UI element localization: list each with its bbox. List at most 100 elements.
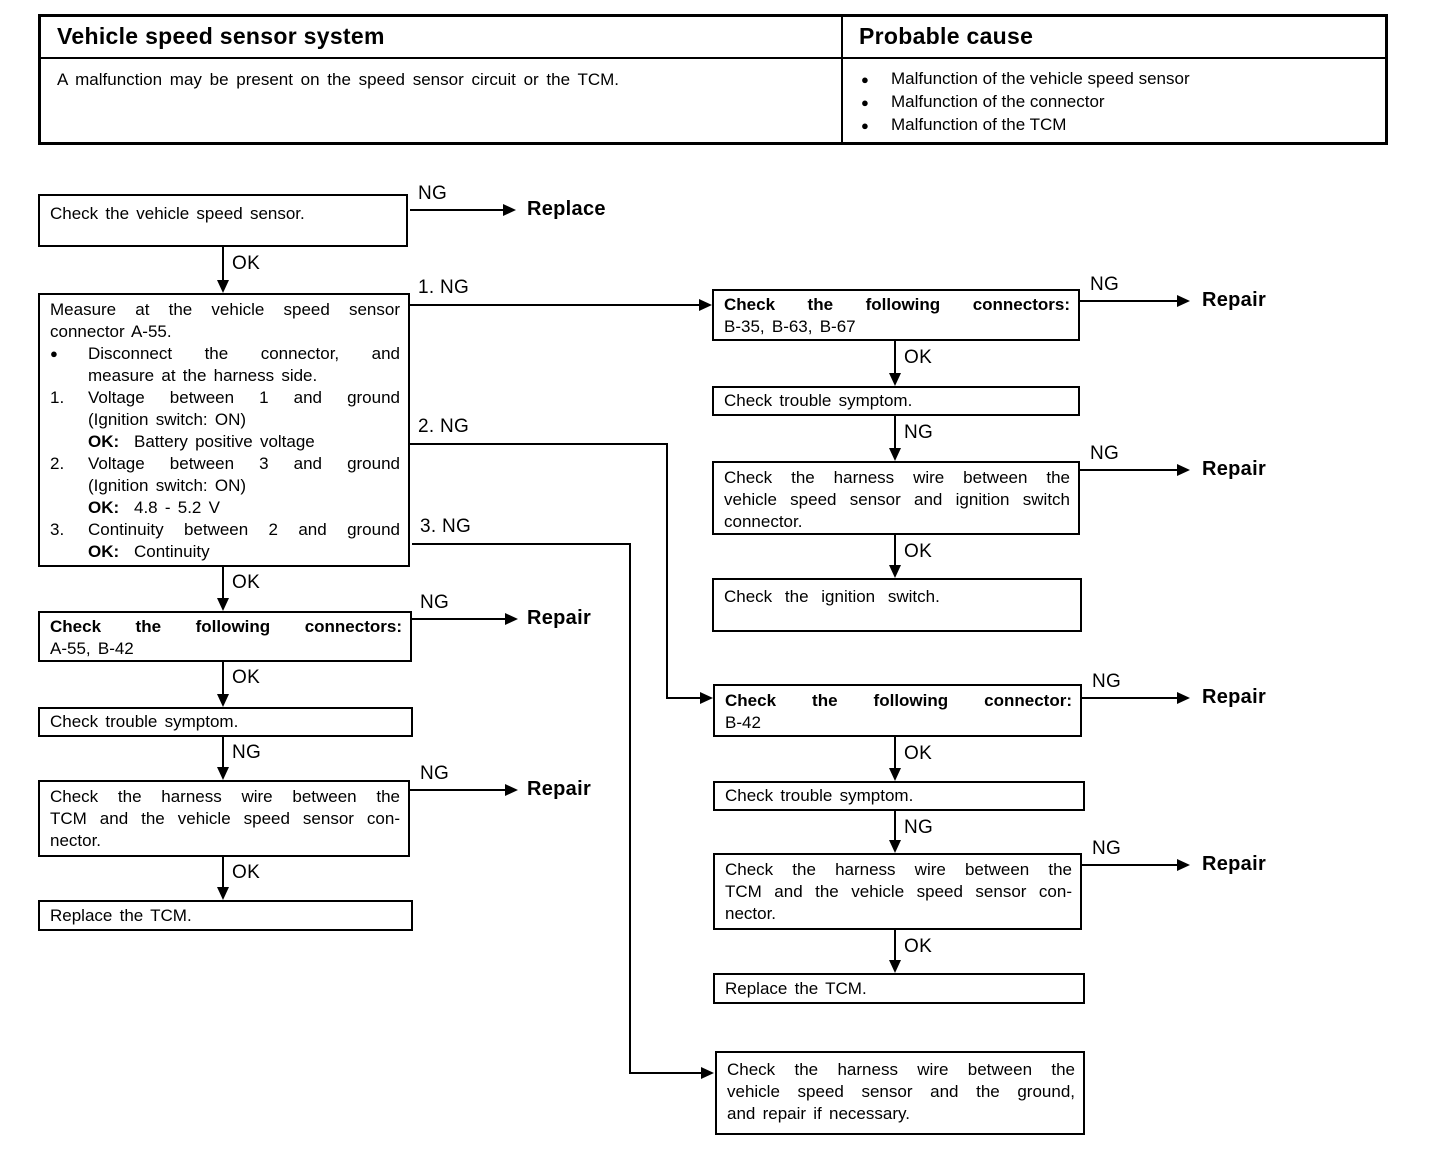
- repair-label: Repair: [527, 607, 592, 629]
- header-table: Vehicle speed sensor system Probable cau…: [38, 14, 1388, 145]
- step-number: 3.: [50, 520, 65, 539]
- flow-box-check-ignition-switch: Check the ignition switch.: [712, 578, 1082, 632]
- repair-label: Repair: [1202, 853, 1267, 875]
- flow-box-title: Check the following connectors:: [50, 617, 402, 636]
- probable-cause-list: ● Malfunction of the vehicle speed senso…: [841, 57, 1385, 142]
- flow-line: [412, 543, 631, 545]
- flow-box-harness-ignition: Check the harness wire between the vehic…: [712, 461, 1080, 535]
- flow-box-title: Check the following connector:: [725, 691, 1072, 710]
- flow-box-harness-ground: Check the harness wire between the vehic…: [715, 1051, 1085, 1135]
- ng1-label: 1. NG: [418, 277, 470, 298]
- arrow-right-icon: [1177, 464, 1190, 476]
- ng-label: NG: [420, 763, 450, 784]
- flow-box-replace-tcm-right: Replace the TCM.: [713, 973, 1085, 1004]
- ng-label: NG: [418, 183, 448, 204]
- flow-line: [629, 1072, 701, 1074]
- flow-box-check-trouble-symptom-right1: Check trouble symptom.: [712, 386, 1080, 416]
- measure-bullet-item: ● Disconnect the connector, and measure …: [50, 343, 400, 387]
- arrow-right-icon: [701, 1067, 714, 1079]
- flow-box-text: connector A-55.: [50, 322, 172, 341]
- arrow-down-icon: [217, 887, 229, 900]
- arrow-right-icon: [1177, 295, 1190, 307]
- probable-cause-text: Malfunction of the connector: [891, 92, 1105, 111]
- ok-label: OK: [232, 667, 261, 688]
- arrow-right-icon: [503, 204, 516, 216]
- flow-line: [222, 857, 224, 887]
- step-text: Continuity between 2 and ground: [88, 520, 400, 539]
- repair-label: Repair: [1202, 289, 1267, 311]
- ng-label: NG: [232, 742, 262, 763]
- flow-box-harness-tcm-right: Check the harness wire between the TCM a…: [713, 853, 1082, 930]
- flow-box-check-connector-b42: Check the following connector: B-42: [713, 684, 1082, 737]
- measure-step-3-ok: OK:Continuity: [88, 542, 210, 561]
- arrow-down-icon: [889, 840, 901, 853]
- arrow-right-icon: [700, 692, 713, 704]
- flow-box-text: Replace the TCM.: [50, 906, 192, 925]
- flow-box-text: Check trouble symptom.: [724, 391, 913, 410]
- repair-label: Repair: [1202, 686, 1267, 708]
- flow-line: [222, 247, 224, 280]
- flow-box-text: Check the vehicle speed sensor.: [50, 204, 305, 223]
- flow-box-check-trouble-symptom-right2: Check trouble symptom.: [713, 781, 1085, 811]
- bullet-icon: ●: [861, 95, 869, 110]
- repair-label: Repair: [527, 778, 592, 800]
- flow-line: [410, 443, 668, 445]
- arrow-down-icon: [217, 767, 229, 780]
- arrow-down-icon: [217, 280, 229, 293]
- flow-box-title: Check the following connectors:: [724, 295, 1070, 314]
- step-text: Voltage between 1 and ground (Ignition s…: [88, 388, 400, 429]
- ng-label: NG: [1092, 671, 1122, 692]
- flow-box-replace-tcm-left: Replace the TCM.: [38, 900, 413, 931]
- ok-label: OK: [904, 936, 933, 957]
- system-description: A malfunction may be present on the spee…: [41, 57, 841, 142]
- flow-line: [410, 209, 503, 211]
- flow-box-detail: A-55, B-42: [50, 639, 134, 658]
- flow-line: [894, 535, 896, 565]
- arrow-down-icon: [889, 768, 901, 781]
- step-text: Voltage between 3 and ground (Ignition s…: [88, 454, 400, 495]
- probable-cause-item: ● Malfunction of the connector: [861, 91, 1385, 114]
- flow-box-check-speed-sensor: Check the vehicle speed sensor.: [38, 194, 408, 247]
- arrow-down-icon: [889, 565, 901, 578]
- flow-line: [666, 697, 700, 699]
- ng-label: NG: [1092, 838, 1122, 859]
- arrow-down-icon: [889, 373, 901, 386]
- flow-line: [1080, 469, 1177, 471]
- flow-box-text: Replace the TCM.: [725, 979, 867, 998]
- ng-label: NG: [1090, 274, 1120, 295]
- bullet-icon: ●: [861, 118, 869, 133]
- ok-label: OK: [904, 347, 933, 368]
- flow-box-detail: B-42: [725, 713, 761, 732]
- measure-step-1-ok: OK:Battery positive voltage: [88, 432, 315, 451]
- ng-label: NG: [1090, 443, 1120, 464]
- flow-line: [666, 443, 668, 699]
- flow-box-text: Measure at the vehicle speed sensor: [50, 300, 400, 319]
- measure-bullet-text: Disconnect the connector, and measure at…: [88, 344, 400, 385]
- flow-box-check-trouble-symptom-left: Check trouble symptom.: [38, 707, 413, 737]
- arrow-down-icon: [889, 960, 901, 973]
- flow-line: [894, 737, 896, 768]
- flow-box-text: Check trouble symptom.: [725, 786, 914, 805]
- probable-cause-text: Malfunction of the TCM: [891, 115, 1067, 134]
- probable-cause-item: ● Malfunction of the TCM: [861, 114, 1385, 137]
- arrow-right-icon: [1177, 859, 1190, 871]
- page-title: Vehicle speed sensor system: [57, 23, 385, 49]
- arrow-right-icon: [1177, 692, 1190, 704]
- probable-cause-title: Probable cause: [841, 17, 1385, 57]
- step-number: 2.: [50, 454, 65, 473]
- arrow-right-icon: [699, 299, 712, 311]
- flow-line: [629, 543, 631, 1074]
- arrow-down-icon: [217, 598, 229, 611]
- ng3-label: 3. NG: [420, 516, 472, 537]
- probable-cause-text: Malfunction of the vehicle speed sensor: [891, 69, 1190, 88]
- bullet-icon: ●: [861, 72, 869, 87]
- flow-line: [1080, 300, 1177, 302]
- ng-label: NG: [904, 817, 934, 838]
- repair-label: Repair: [1202, 458, 1267, 480]
- ok-label: OK: [904, 541, 933, 562]
- flow-line: [894, 416, 896, 448]
- flow-line: [894, 341, 896, 373]
- flow-box-check-connectors-a55-b42: Check the following connectors: A-55, B-…: [38, 611, 412, 662]
- ok-label: OK: [232, 862, 261, 883]
- arrow-down-icon: [217, 694, 229, 707]
